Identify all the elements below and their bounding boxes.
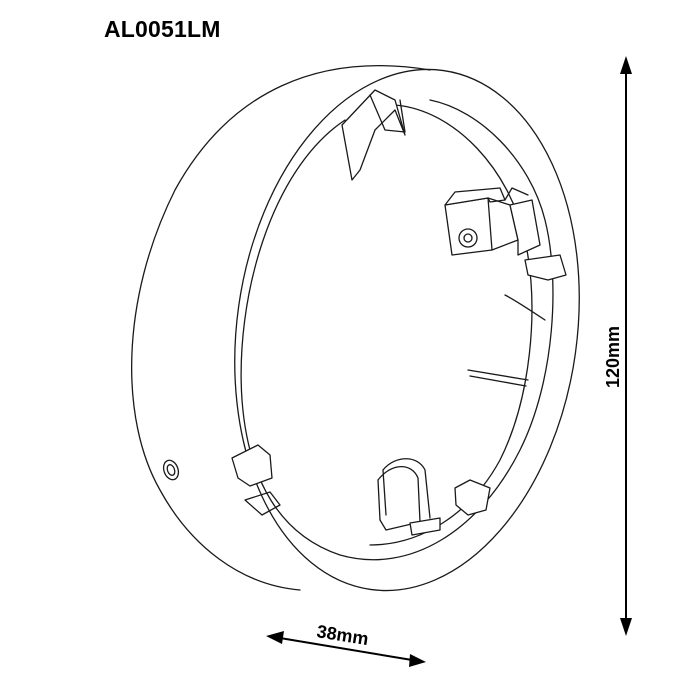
height-dimension-label: 120mm (603, 326, 623, 388)
rim-top-notch-tab (369, 94, 406, 133)
height-dimension-arrow (620, 56, 632, 636)
bracket-screw-icon (458, 228, 478, 248)
interior-rib-line (467, 369, 529, 381)
rim-right-notch-upper (524, 254, 567, 281)
ring-back-outline (131, 65, 431, 591)
side-screw-hole (162, 459, 180, 481)
rim-right-notch-lower (454, 479, 491, 516)
spring-clip-bracket (444, 187, 541, 256)
model-number-title: AL0051LM (104, 16, 221, 42)
ring-front-inner-rim (240, 99, 554, 561)
side-screw-hole-inner (166, 464, 176, 476)
ring-front-outer-rim (234, 68, 580, 592)
depth-dimension-arrow (266, 631, 426, 667)
rim-bottom-notch (409, 517, 441, 536)
ring-inner-rear-edge (369, 104, 533, 546)
bottom-spring-clip (377, 458, 431, 531)
rim-left-notch (231, 444, 273, 487)
rim-top-notch (341, 89, 406, 181)
